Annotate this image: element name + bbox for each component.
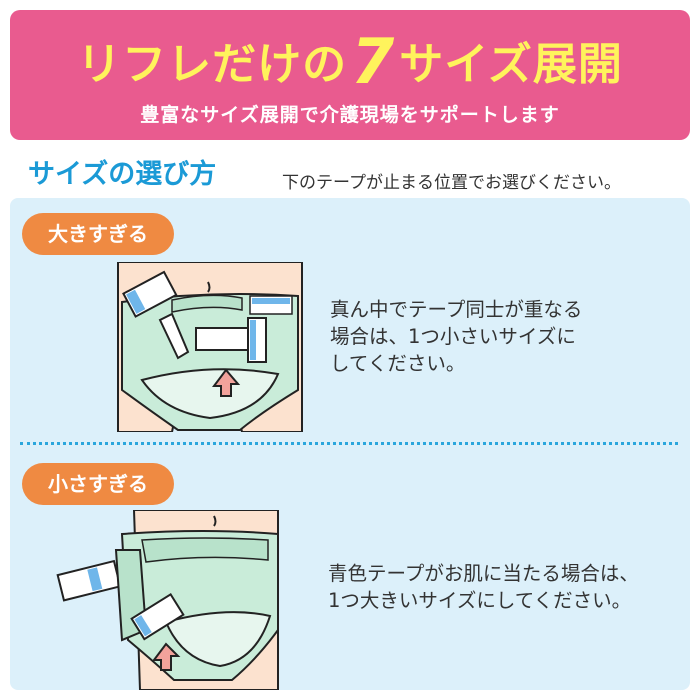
section-note: 下のテープが止まる位置でお選びください。 (282, 173, 621, 193)
diaper-tapes-overlapping-icon (112, 262, 308, 432)
section-heading: サイズの選び方 (28, 159, 217, 190)
too-big-badge: 大きすぎる (22, 213, 174, 255)
dotted-divider (20, 442, 678, 445)
too-small-badge: 小さすぎる (22, 463, 174, 505)
diaper-blue-tape-on-skin-icon (56, 510, 280, 690)
banner-subtitle: 豊富なサイズ展開で介護現場をサポートします (140, 104, 560, 126)
banner-title: リフレだけの7サイズ展開 (77, 25, 623, 98)
too-small-description: 青色テープがお肌に当たる場合は、 1つ大きいサイズにしてください。 (328, 562, 639, 612)
header-banner: リフレだけの7サイズ展開 豊富なサイズ展開で介護現場をサポートします (10, 10, 690, 140)
too-big-description: 真ん中でテープ同士が重なる 場合は、1つ小さいサイズに してください。 (330, 298, 583, 375)
